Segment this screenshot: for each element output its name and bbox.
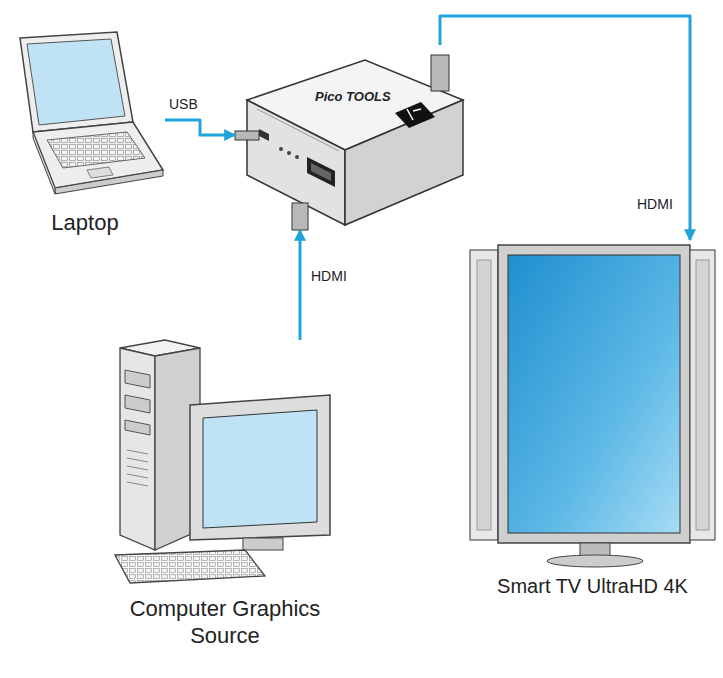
device-drawing [235,55,463,230]
edge-label-holder: HDMI [634,196,676,212]
laptop-drawing [20,32,163,194]
node-label: Laptop [51,210,118,236]
cable-connector [440,16,690,240]
device-node: Pico TOOLS [235,45,465,230]
tv-drawing [470,245,715,567]
cable-label: USB [166,96,201,112]
computer-node: Computer Graphics Source [105,340,345,655]
node-label: Pico TOOLS [315,89,391,105]
cable-label: HDMI [634,196,676,212]
tv-node: Smart TV UltraHD 4K [465,240,720,602]
edge-label-holder: USB [166,96,201,112]
computer-drawing [115,340,330,583]
edge-label-holder: HDMI [308,268,350,284]
node-label: Smart TV UltraHD 4K [497,574,688,598]
cable-connector [299,230,302,340]
laptop-node: Laptop [5,30,165,242]
node-label: Computer Graphics Source [118,596,333,649]
cable-connector [165,120,235,135]
cable-label: HDMI [308,268,350,284]
